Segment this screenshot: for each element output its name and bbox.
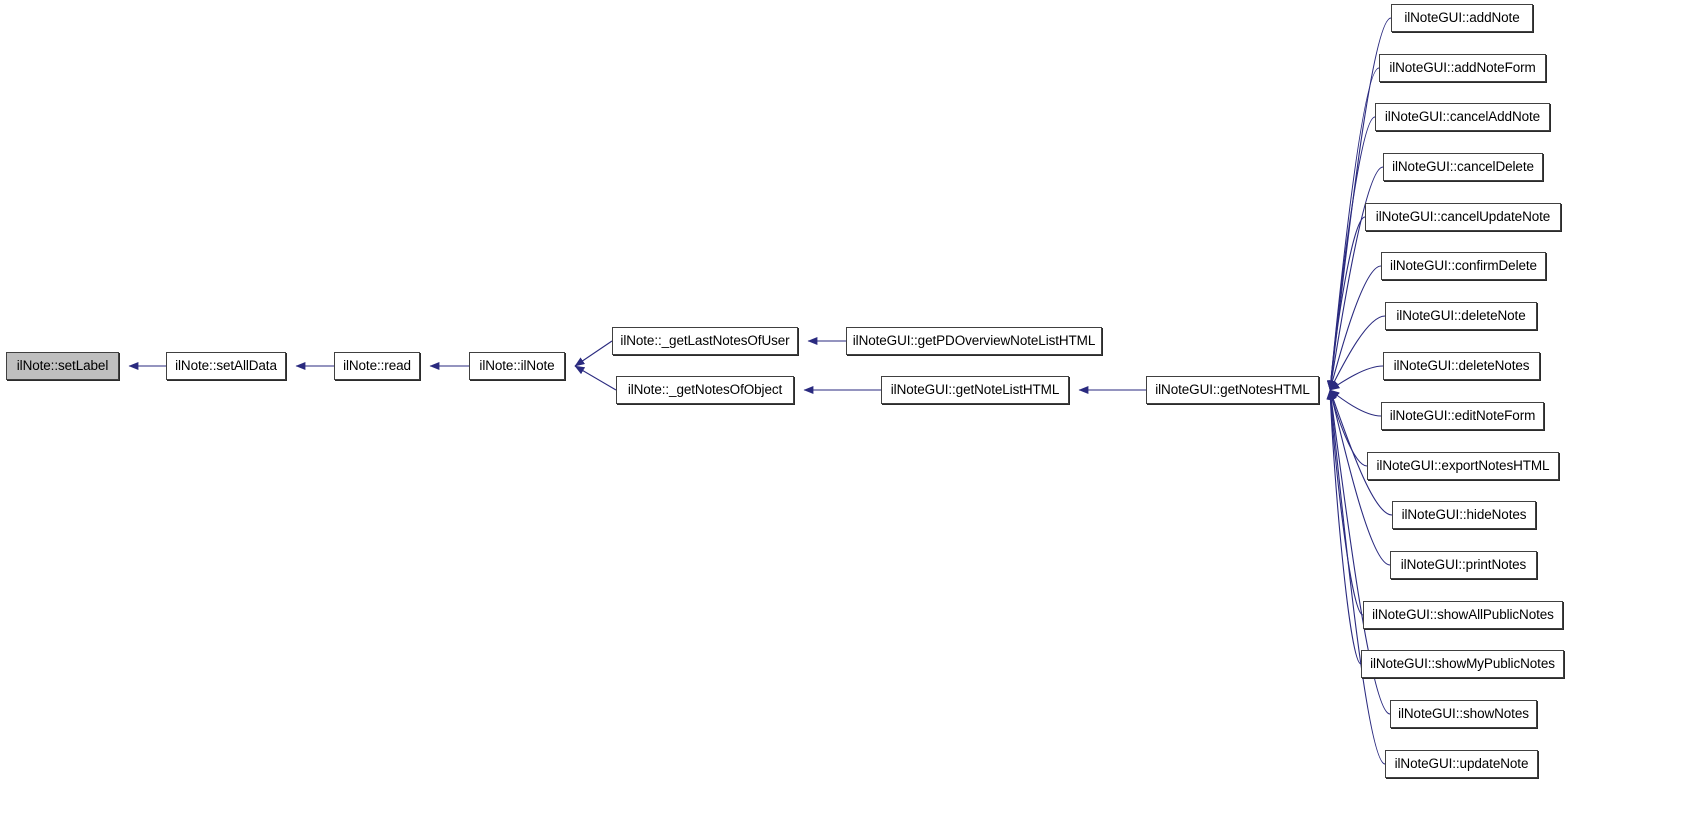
graph-node-label: ilNote::setAllData — [175, 358, 277, 374]
graph-node-hideNotes[interactable]: ilNoteGUI::hideNotes — [1392, 501, 1536, 529]
graph-node-showAllPublicNotes[interactable]: ilNoteGUI::showAllPublicNotes — [1363, 601, 1563, 629]
graph-edge-getNotesOfObject-to-ilNote — [574, 365, 617, 391]
graph-node-label: ilNoteGUI::cancelUpdateNote — [1375, 209, 1551, 225]
graph-node-label: ilNote::read — [343, 358, 411, 374]
graph-node-label: ilNoteGUI::editNoteForm — [1389, 408, 1536, 424]
graph-node-label: ilNoteGUI::showAllPublicNotes — [1372, 607, 1554, 623]
graph-edge-cancelDelete-to-getNotesHTML — [1327, 166, 1384, 391]
graph-node-updateNote[interactable]: ilNoteGUI::updateNote — [1385, 750, 1538, 778]
graph-node-getPDOverviewNoteListHTML[interactable]: ilNoteGUI::getPDOverviewNoteListHTML — [846, 327, 1102, 355]
graph-node-label: ilNoteGUI::showMyPublicNotes — [1370, 656, 1555, 672]
graph-node-deleteNote[interactable]: ilNoteGUI::deleteNote — [1385, 302, 1537, 330]
graph-node-label: ilNote::_getNotesOfObject — [627, 382, 783, 398]
graph-edge-confirmDelete-to-getNotesHTML — [1328, 265, 1382, 391]
graph-edge-cancelUpdateNote-to-getNotesHTML — [1326, 216, 1366, 391]
graph-edge-showAllPublicNotes-to-getNotesHTML — [1326, 389, 1364, 616]
graph-node-label: ilNoteGUI::deleteNote — [1396, 308, 1526, 324]
graph-node-getNoteListHTML[interactable]: ilNoteGUI::getNoteListHTML — [881, 376, 1069, 404]
graph-node-addNote[interactable]: ilNoteGUI::addNote — [1391, 4, 1533, 32]
graph-node-label: ilNoteGUI::cancelDelete — [1392, 159, 1534, 175]
graph-node-showNotes[interactable]: ilNoteGUI::showNotes — [1390, 700, 1537, 728]
graph-node-label: ilNoteGUI::hideNotes — [1401, 507, 1527, 523]
graph-node-cancelUpdateNote[interactable]: ilNoteGUI::cancelUpdateNote — [1365, 203, 1561, 231]
graph-node-setAllData[interactable]: ilNote::setAllData — [166, 352, 286, 380]
graph-node-deleteNotes[interactable]: ilNoteGUI::deleteNotes — [1383, 352, 1540, 380]
graph-node-label: ilNoteGUI::addNote — [1404, 10, 1520, 26]
graph-node-getNotesOfObject[interactable]: ilNote::_getNotesOfObject — [616, 376, 794, 404]
graph-node-ilNote[interactable]: ilNote::ilNote — [469, 352, 565, 380]
graph-edge-getLastNotesOfUser-to-ilNote — [574, 340, 613, 367]
graph-node-label: ilNoteGUI::confirmDelete — [1390, 258, 1537, 274]
graph-node-label: ilNoteGUI::getNoteListHTML — [890, 382, 1060, 398]
graph-node-exportNotesHTML[interactable]: ilNoteGUI::exportNotesHTML — [1367, 452, 1559, 480]
graph-node-cancelAddNote[interactable]: ilNoteGUI::cancelAddNote — [1375, 103, 1550, 131]
graph-edge-deleteNote-to-getNotesHTML — [1329, 315, 1386, 391]
graph-node-label: ilNote::_getLastNotesOfUser — [620, 333, 790, 349]
graph-node-getNotesHTML[interactable]: ilNoteGUI::getNotesHTML — [1146, 376, 1319, 404]
graph-node-getLastNotesOfUser[interactable]: ilNote::_getLastNotesOfUser — [612, 327, 798, 355]
graph-edge-exportNotesHTML-to-getNotesHTML — [1328, 389, 1368, 467]
graph-node-label: ilNote::ilNote — [479, 358, 555, 374]
graph-edge-editNoteForm-to-getNotesHTML — [1329, 389, 1382, 417]
graph-node-label: ilNoteGUI::deleteNotes — [1393, 358, 1530, 374]
graph-node-editNoteForm[interactable]: ilNoteGUI::editNoteForm — [1381, 402, 1544, 430]
graph-node-cancelDelete[interactable]: ilNoteGUI::cancelDelete — [1383, 153, 1543, 181]
graph-node-label: ilNoteGUI::addNoteForm — [1389, 60, 1536, 76]
graph-node-read[interactable]: ilNote::read — [334, 352, 420, 380]
graph-node-addNoteForm[interactable]: ilNoteGUI::addNoteForm — [1379, 54, 1546, 82]
graph-node-setLabel[interactable]: ilNote::setLabel — [6, 352, 119, 380]
graph-node-label: ilNoteGUI::getPDOverviewNoteListHTML — [852, 333, 1096, 349]
graph-node-label: ilNoteGUI::cancelAddNote — [1384, 109, 1541, 125]
graph-node-confirmDelete[interactable]: ilNoteGUI::confirmDelete — [1381, 252, 1546, 280]
graph-node-label: ilNoteGUI::exportNotesHTML — [1376, 458, 1550, 474]
graph-edge-updateNote-to-getNotesHTML — [1326, 389, 1386, 765]
graph-node-showMyPublicNotes[interactable]: ilNoteGUI::showMyPublicNotes — [1361, 650, 1564, 678]
graph-node-label: ilNote::setLabel — [16, 358, 109, 374]
graph-node-label: ilNoteGUI::showNotes — [1398, 706, 1529, 722]
graph-node-label: ilNoteGUI::getNotesHTML — [1155, 382, 1310, 398]
graph-edge-cancelAddNote-to-getNotesHTML — [1326, 116, 1376, 391]
graph-edge-showMyPublicNotes-to-getNotesHTML — [1326, 389, 1362, 665]
graph-edge-deleteNotes-to-getNotesHTML — [1329, 365, 1384, 391]
graph-node-label: ilNoteGUI::printNotes — [1400, 557, 1527, 573]
graph-node-printNotes[interactable]: ilNoteGUI::printNotes — [1390, 551, 1537, 579]
graph-node-label: ilNoteGUI::updateNote — [1394, 756, 1529, 772]
